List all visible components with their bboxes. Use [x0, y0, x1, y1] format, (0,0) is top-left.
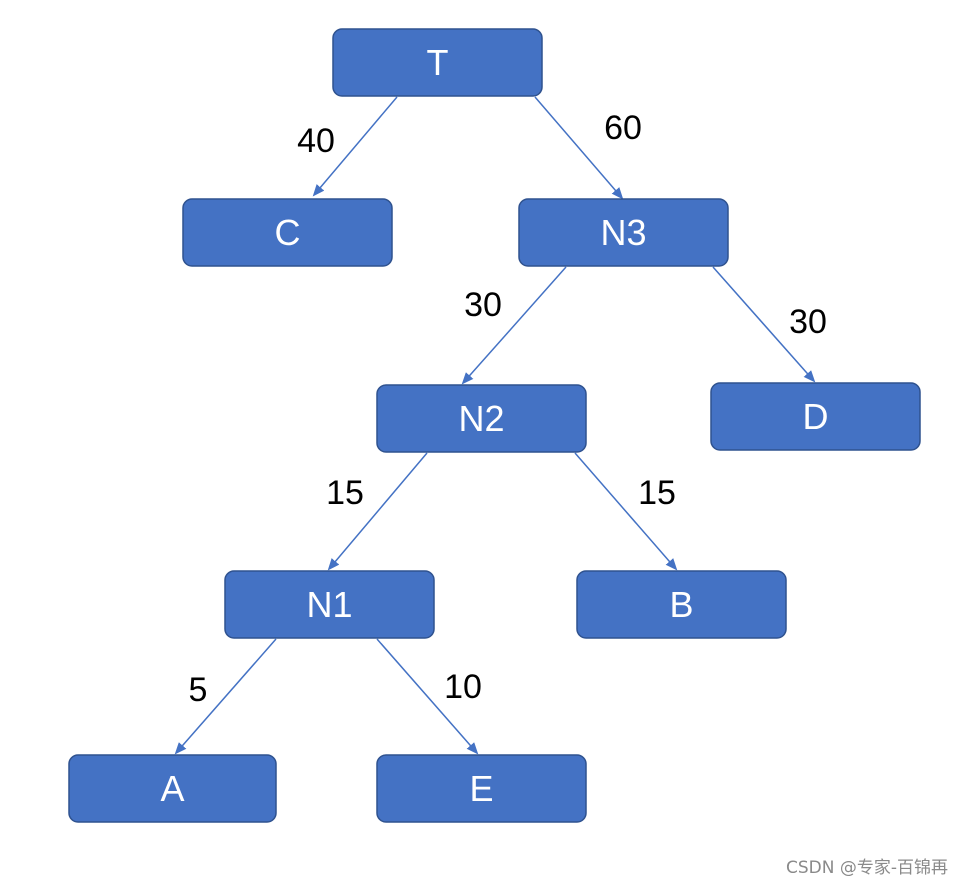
weight-n2-n1: 15 [326, 474, 364, 512]
weight-t-n3: 60 [604, 109, 642, 147]
node-n1: N1 [224, 570, 435, 639]
weight-n3-d: 30 [789, 303, 827, 341]
edge-n3-d [712, 266, 816, 383]
watermark: CSDN @专家-百锦再 [785, 858, 948, 878]
edge-n2-n1 [327, 452, 428, 571]
node-b-label: B [669, 584, 693, 625]
weight-n1-e: 10 [444, 668, 482, 706]
node-t-label: T [427, 42, 449, 83]
edge-n1-e [376, 638, 479, 755]
edge-t-n3 [534, 96, 624, 200]
node-a-box [68, 754, 277, 823]
node-n2: N2 [376, 384, 587, 453]
node-e-label: E [469, 768, 493, 809]
node-d: D [710, 382, 921, 451]
edge-t-c [312, 96, 398, 197]
edge-n3-n2 [461, 266, 567, 385]
node-n3: N3 [518, 198, 729, 267]
node-e: E [376, 754, 587, 823]
weight-t-c: 40 [297, 122, 335, 160]
weight-n1-a: 5 [189, 671, 208, 709]
node-b: B [576, 570, 787, 639]
node-c-box [182, 198, 393, 267]
edge-n1-a [174, 638, 277, 755]
edge-n2-b [574, 452, 678, 571]
weight-n3-n2: 30 [464, 286, 502, 324]
node-d-label: D [803, 396, 829, 437]
node-d-box [710, 382, 921, 451]
node-n2-box [376, 384, 587, 453]
node-t-box [332, 28, 543, 97]
node-b-box [576, 570, 787, 639]
weight-n2-b: 15 [638, 474, 676, 512]
edge-weights: 40 60 30 30 15 15 5 10 [189, 109, 827, 709]
node-a: A [68, 754, 277, 823]
node-n1-box [224, 570, 435, 639]
node-a-label: A [160, 768, 184, 809]
node-c: C [182, 198, 393, 267]
node-t: T [332, 28, 543, 97]
node-n3-box [518, 198, 729, 267]
node-e-box [376, 754, 587, 823]
node-c-label: C [275, 212, 301, 253]
node-n2-label: N2 [458, 398, 504, 439]
node-n3-label: N3 [600, 212, 646, 253]
edges [174, 96, 816, 755]
node-n1-label: N1 [306, 584, 352, 625]
